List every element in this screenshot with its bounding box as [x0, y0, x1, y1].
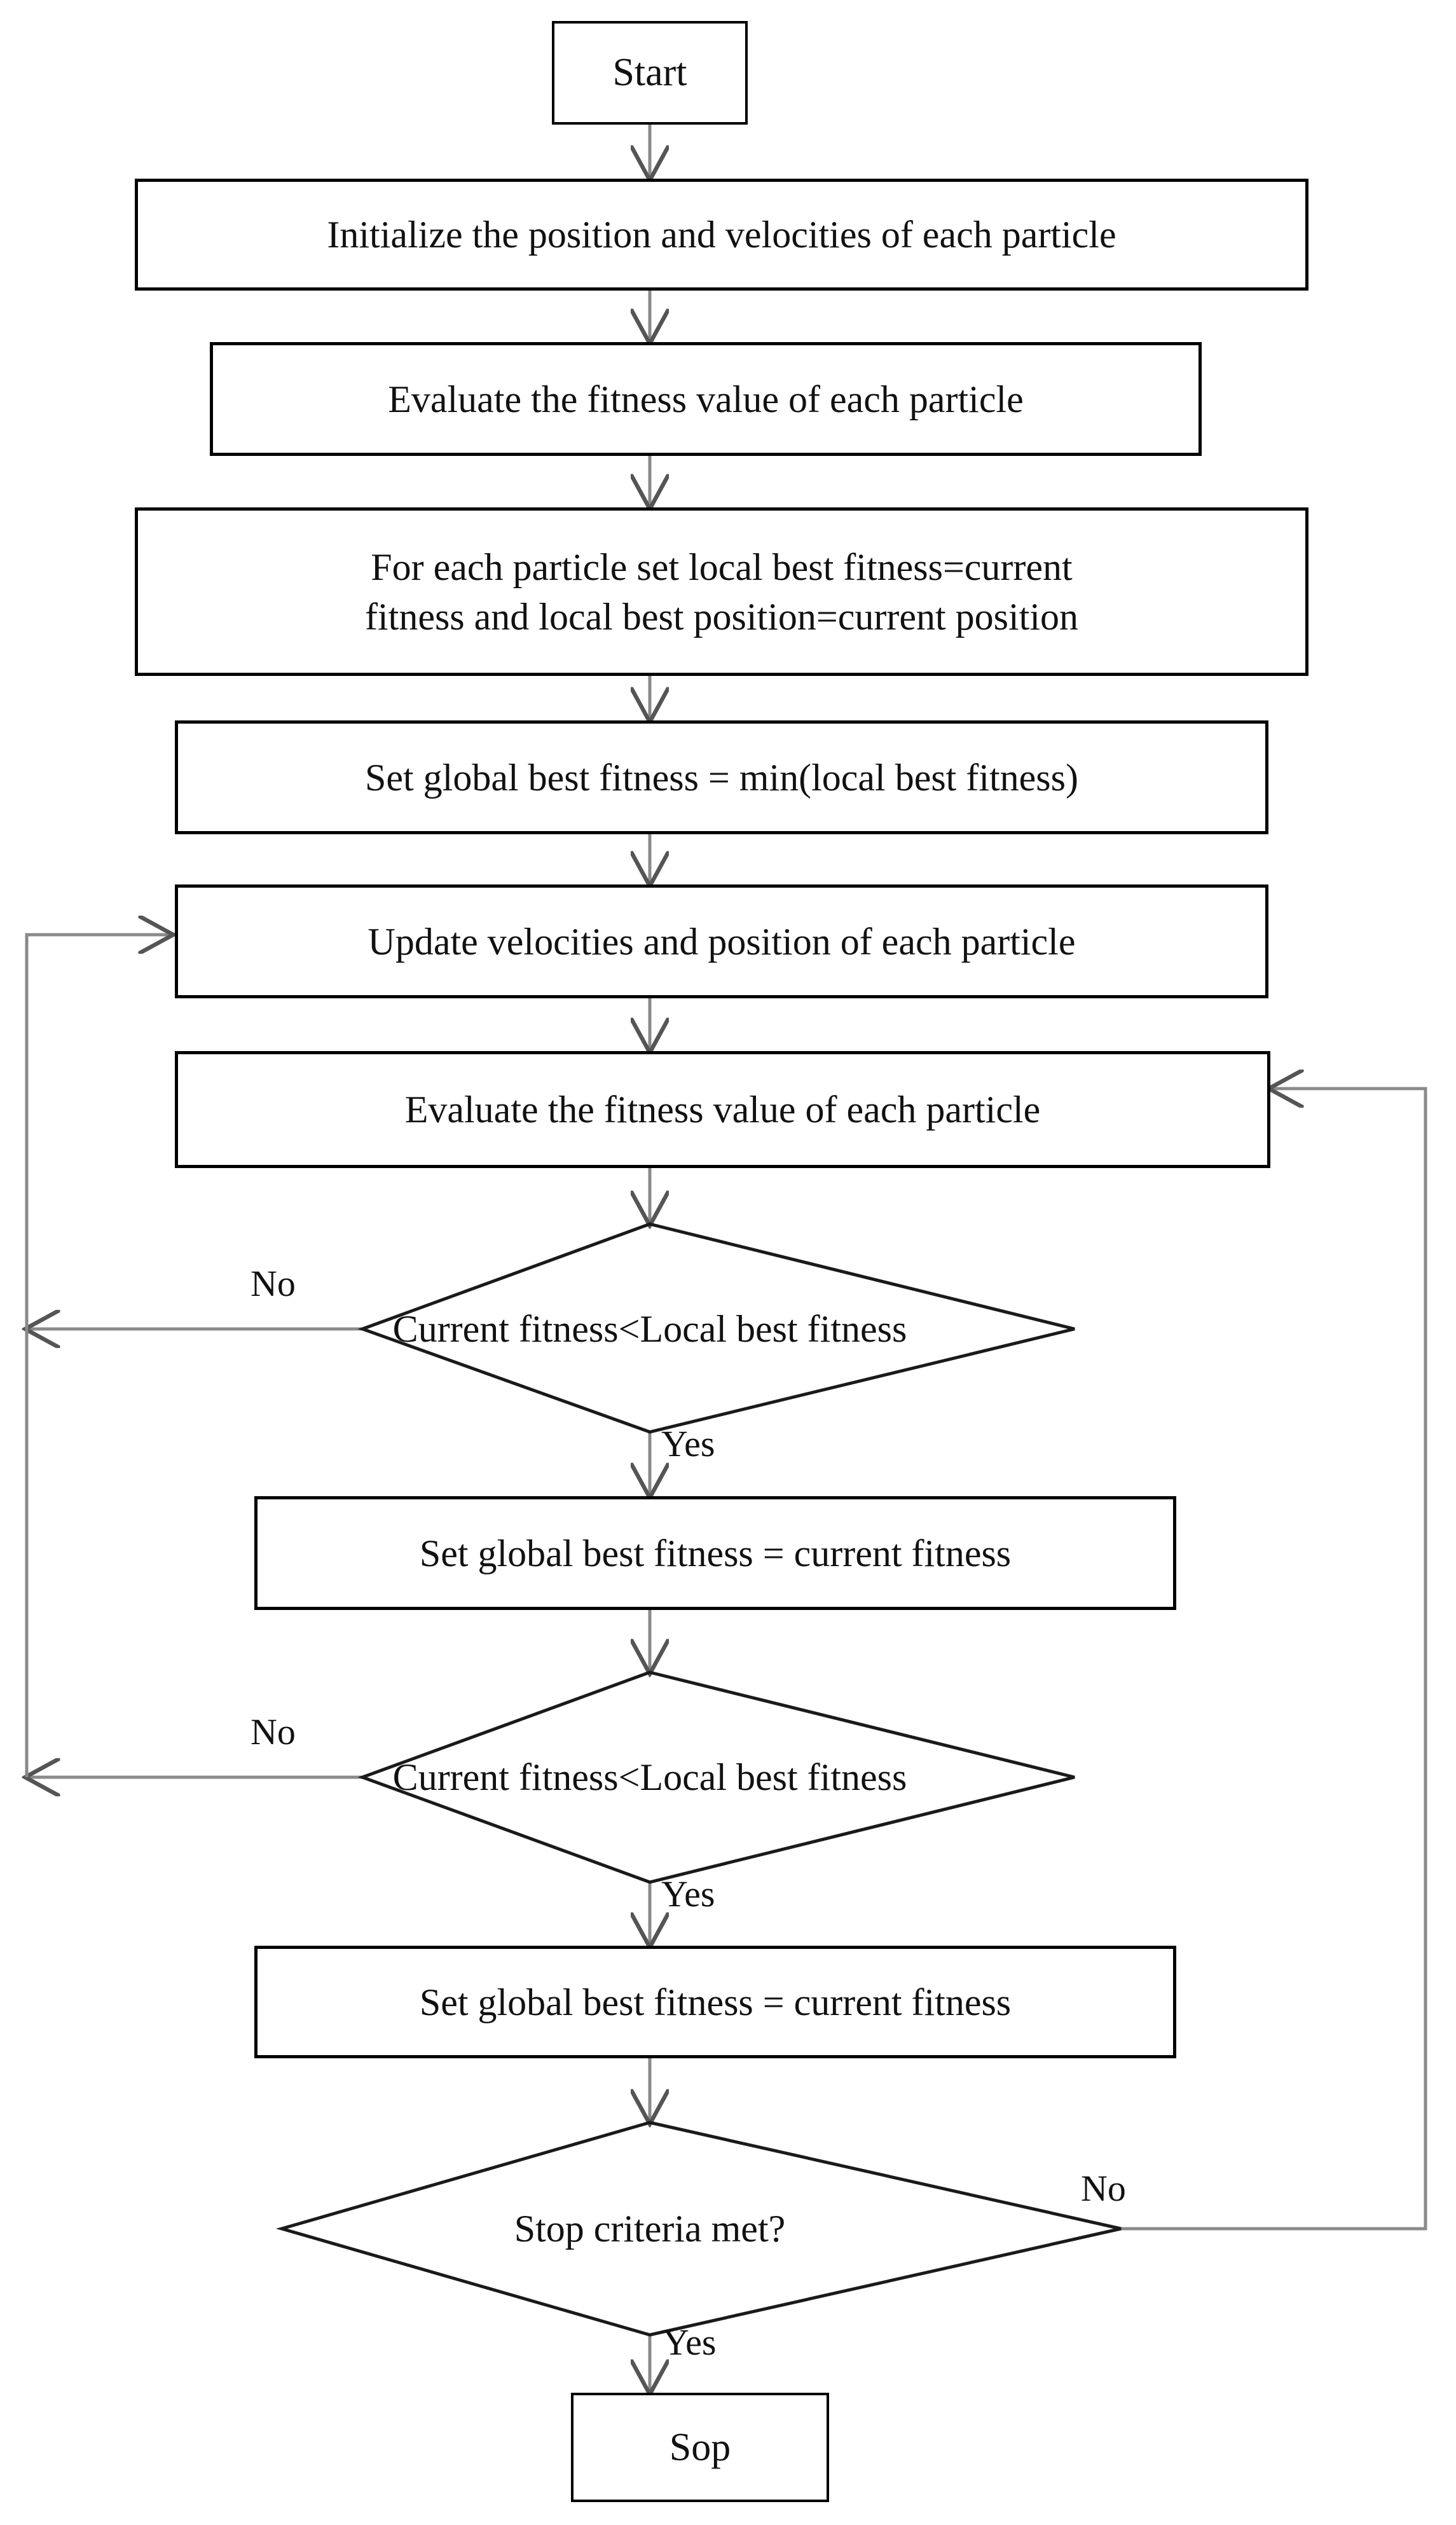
node-set-global-best-min[interactable]: Set global best fitness = min(local best… [175, 720, 1268, 834]
decision-shape-dec3 [275, 2121, 1122, 2337]
node-set-global-best-current-1[interactable]: Set global best fitness = current fitnes… [254, 1496, 1176, 1610]
node-initialize[interactable]: Initialize the position and velocities o… [135, 179, 1308, 291]
decision-shape-dec1 [357, 1222, 1075, 1434]
decision-hitbox-2[interactable] [362, 1672, 1075, 1882]
edge-loopback-into-update [25, 935, 172, 1777]
edge-label-dec2-no: No [251, 1711, 296, 1752]
node-set-local-best[interactable]: For each particle set local best fitness… [135, 507, 1308, 676]
node-stop[interactable]: Sop [571, 2393, 829, 2502]
node-decision-current-vs-local-1[interactable]: Current fitness<Local best fitness [392, 1307, 907, 1350]
edge-label-dec3-yes: Yes [663, 2322, 717, 2363]
node-set-global-best-current-2[interactable]: Set global best fitness = current fitnes… [254, 1946, 1176, 2058]
decision-hitbox-1[interactable] [362, 1224, 1075, 1432]
edge-label-dec2-yes: Yes [661, 1873, 715, 1915]
node-decision-stop-criteria[interactable]: Stop criteria met? [514, 2207, 786, 2250]
node-update-velocities[interactable]: Update velocities and position of each p… [175, 884, 1268, 998]
edge-label-dec3-no: No [1081, 2168, 1126, 2209]
decision-hitbox-3[interactable] [282, 2123, 1121, 2335]
node-evaluate-fitness-2[interactable]: Evaluate the fitness value of each parti… [175, 1051, 1270, 1168]
edge-dec3-no-loopback [1121, 1089, 1427, 2231]
node-start[interactable]: Start [552, 21, 748, 125]
decision-shape-dec2 [357, 1670, 1075, 1884]
edge-label-dec1-yes: Yes [661, 1423, 715, 1464]
edge-label-dec1-no: No [251, 1263, 296, 1304]
node-decision-current-vs-local-2[interactable]: Current fitness<Local best fitness [392, 1756, 907, 1798]
node-evaluate-fitness-1[interactable]: Evaluate the fitness value of each parti… [210, 342, 1202, 456]
